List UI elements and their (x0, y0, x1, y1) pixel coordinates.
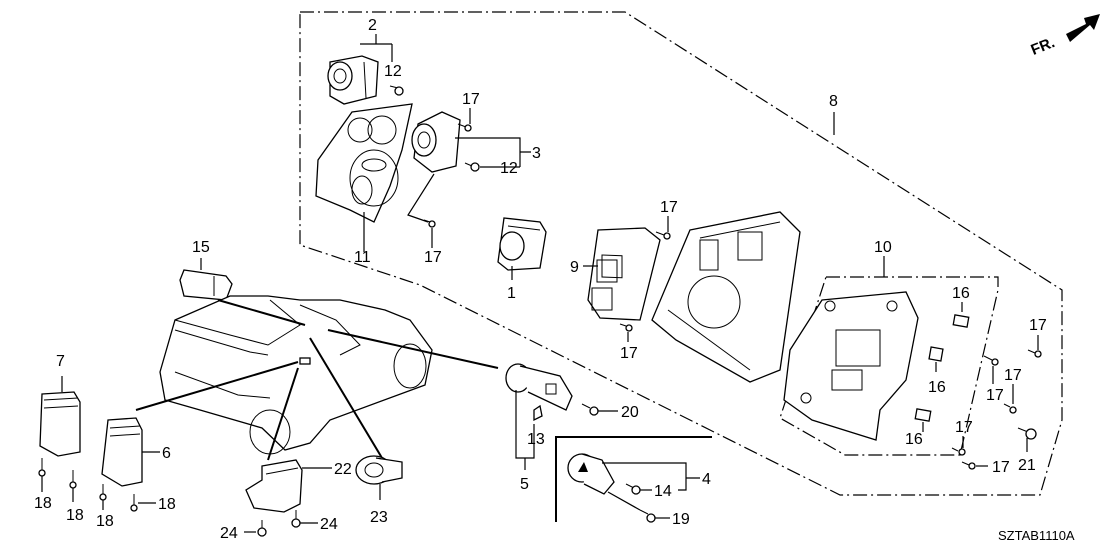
callout-12b: 12 (500, 160, 518, 177)
group-8-boundary (299, 11, 1063, 496)
callout-17a: 17 (462, 91, 480, 108)
part-2-switch (327, 55, 379, 105)
screw-18d (130, 494, 138, 512)
screw-17c (655, 231, 671, 240)
screw-17a (457, 123, 472, 132)
part-1-switch (497, 217, 547, 271)
callout-17c: 17 (660, 199, 678, 216)
callout-2: 2 (368, 17, 377, 34)
callout-5: 5 (520, 476, 529, 493)
screw-17i (961, 461, 976, 470)
callout-17i: 17 (992, 459, 1010, 476)
callout-7: 7 (56, 353, 65, 370)
callout-16a: 16 (952, 285, 970, 302)
callout-1: 1 (507, 285, 516, 302)
callout-3: 3 (532, 145, 541, 162)
callout-21: 21 (1018, 457, 1036, 474)
callout-16c: 16 (905, 431, 923, 448)
part-23-switch (355, 455, 403, 485)
callout-13: 13 (527, 431, 545, 448)
part-22-switch (245, 459, 303, 513)
screw-17g (1003, 403, 1017, 414)
callout-23: 23 (370, 509, 388, 526)
part-6-switch (101, 417, 143, 487)
screw-18b (69, 470, 77, 489)
screw-17h (951, 447, 966, 456)
callout-9: 9 (570, 259, 579, 276)
callout-11: 11 (354, 249, 371, 266)
screw-18c (99, 484, 107, 501)
fr-label: FR. (1028, 34, 1057, 59)
callout-17b: 17 (424, 249, 442, 266)
callout-20: 20 (621, 404, 639, 421)
screw-18a (38, 458, 46, 477)
callout-24a: 24 (220, 525, 238, 542)
clip-16a (952, 314, 970, 328)
screw-12a (389, 85, 404, 96)
callout-19: 19 (672, 511, 690, 528)
callout-12a: 12 (384, 63, 402, 80)
callout-17f: 17 (986, 387, 1004, 404)
screw-17d (619, 323, 633, 332)
callout-24b: 24 (320, 516, 338, 533)
screw-12b (464, 162, 480, 172)
callout-18c: 18 (96, 513, 114, 530)
part-3-switch (411, 111, 461, 173)
part-15-module (179, 269, 233, 301)
callout-17e: 17 (1029, 317, 1047, 334)
callout-18b: 18 (66, 507, 84, 524)
callout-22: 22 (334, 461, 352, 478)
callout-10: 10 (874, 239, 892, 256)
callout-18a: 18 (34, 495, 52, 512)
callout-17h: 17 (955, 419, 973, 436)
screw-24a (257, 520, 267, 537)
drawing-code: SZTAB1110A (998, 528, 1075, 543)
group-4-bracket (555, 436, 712, 522)
part-10-panel (783, 291, 919, 441)
screw-24b (291, 510, 301, 528)
callout-15: 15 (192, 239, 210, 256)
screw-19 (639, 509, 656, 523)
callout-18d: 18 (158, 496, 176, 513)
screw-17e (1027, 349, 1042, 358)
callout-4: 4 (702, 471, 711, 488)
screw-20 (581, 403, 599, 416)
part-11-bezel (315, 103, 413, 223)
part-4-switch (567, 453, 615, 495)
clip-16b (928, 346, 944, 362)
front-direction-indicator: FR. (1028, 14, 1100, 59)
callout-17d: 17 (620, 345, 638, 362)
callout-14: 14 (654, 483, 672, 500)
callout-8: 8 (829, 93, 838, 110)
callout-17g: 17 (1004, 367, 1022, 384)
clip-16c (914, 408, 932, 422)
clip-13 (533, 404, 543, 422)
screw-14 (625, 483, 641, 495)
part-9-switch-panel (587, 227, 661, 321)
part-7-switch (39, 391, 81, 457)
screw-21 (1017, 427, 1037, 440)
callout-16b: 16 (928, 379, 946, 396)
part-5-switch (505, 363, 573, 411)
part-8-center-panel (651, 211, 801, 383)
screw-17b (423, 219, 436, 228)
screw-17f (983, 355, 999, 366)
arrow-icon (1066, 14, 1100, 42)
callout-6: 6 (162, 445, 171, 462)
